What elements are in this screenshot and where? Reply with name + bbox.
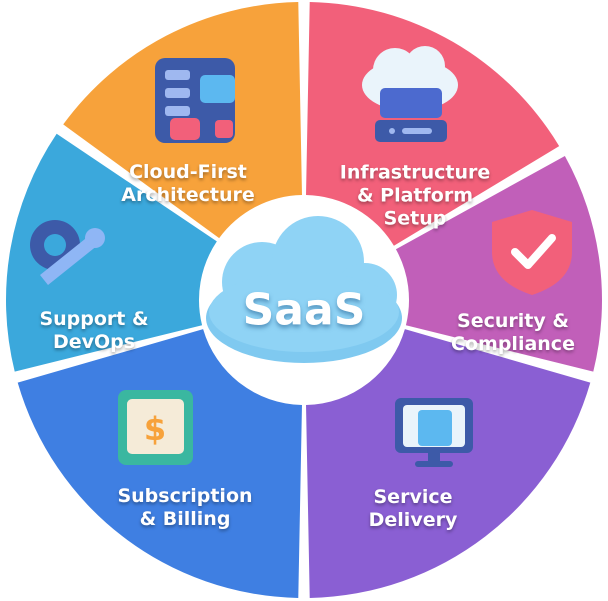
monitor-icon <box>395 398 473 467</box>
label-line: DevOps <box>52 331 136 353</box>
label-infrastructure: Infrastructure & Platform Setup <box>340 162 490 231</box>
label-service-delivery: Service Delivery <box>369 486 458 532</box>
label-line: Infrastructure <box>339 161 491 184</box>
label-line: Compliance <box>451 333 575 355</box>
label-line: & Platform <box>356 184 474 207</box>
center-label: SaaS <box>242 284 366 336</box>
label-line: Delivery <box>368 509 458 531</box>
label-line: Support & <box>39 308 149 330</box>
label-line: Cloud-First <box>129 161 247 183</box>
label-subscription: Subscription & Billing <box>117 485 252 531</box>
segment-support <box>5 133 217 372</box>
label-line: Architecture <box>121 184 255 206</box>
label-line: Setup <box>383 207 447 230</box>
server-diagram-icon <box>155 58 235 143</box>
label-line: Service <box>373 486 453 508</box>
label-cloud-first: Cloud-First Architecture <box>121 161 254 207</box>
dollar-card-icon: $ <box>118 390 193 465</box>
label-security: Security & Compliance <box>451 310 575 356</box>
center-cloud <box>206 216 402 363</box>
cloud-server-icon <box>362 46 458 142</box>
shield-check-icon <box>492 210 572 295</box>
wrench-gear-icon <box>30 220 105 285</box>
svg-text:$: $ <box>144 410 166 448</box>
label-line: Subscription <box>117 485 253 507</box>
label-line: Security & <box>457 310 569 332</box>
label-line: & Billing <box>139 508 231 530</box>
label-support: Support & DevOps <box>39 308 148 354</box>
